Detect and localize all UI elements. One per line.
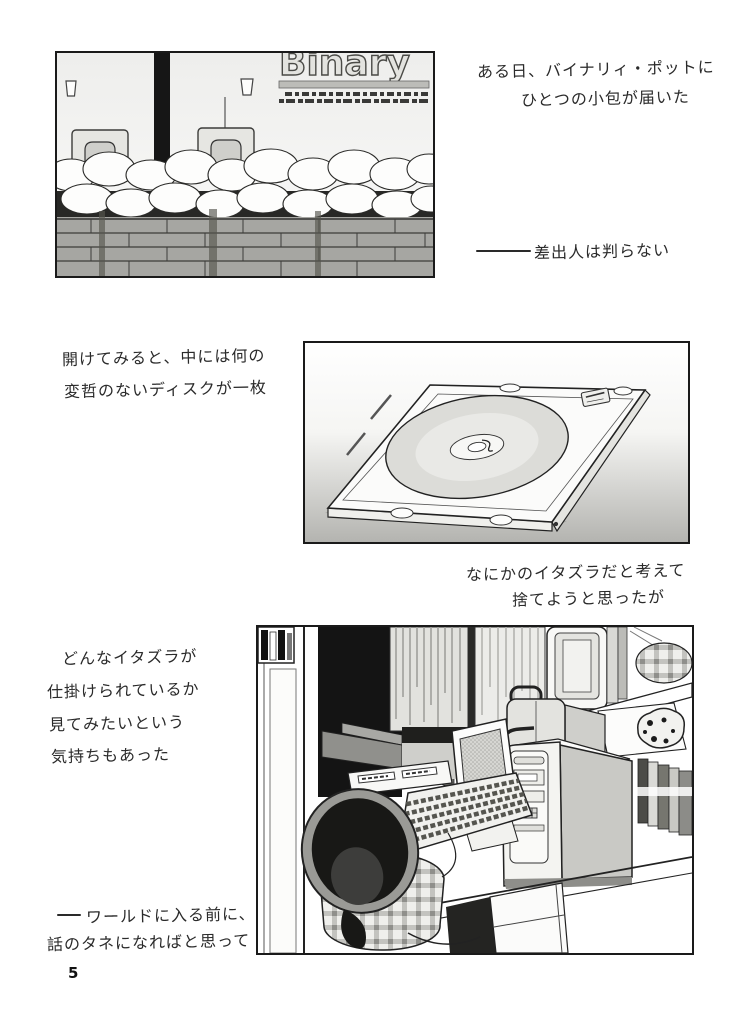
caption-5-line-2: 仕掛けられているか <box>46 679 200 702</box>
drawer-unit <box>489 882 569 953</box>
pillar <box>154 53 170 165</box>
bookshelf-corner <box>258 627 295 664</box>
tower-pc-back <box>506 685 606 756</box>
chair-back <box>300 788 420 914</box>
cd-disc <box>385 394 569 500</box>
caption-4-line-1: なにかのイタズラだと考えて <box>465 560 686 585</box>
caption-2: 差出人は判らない <box>533 240 671 263</box>
case-slots <box>346 394 392 456</box>
case-tabs <box>390 383 633 527</box>
caption-5-line-3: 見てみたいという <box>48 712 186 735</box>
window-mullion <box>468 627 475 731</box>
cable <box>441 832 457 878</box>
cookie <box>637 707 686 749</box>
panel-computer-room <box>256 625 694 955</box>
hatch-lines <box>629 627 663 648</box>
chair-post <box>341 909 366 949</box>
caption-1-line-2: ひとつの小包が届いた <box>520 87 691 110</box>
page-number: 5 <box>68 964 79 982</box>
disc-logo-stamp <box>580 387 611 407</box>
hedge <box>57 148 433 220</box>
binary-sign: Binary <box>278 53 431 103</box>
crt-monitor-back <box>546 627 608 710</box>
binary-sign-text: Binary <box>279 53 410 84</box>
books-row <box>636 758 692 836</box>
building-scene: Binary <box>57 53 433 276</box>
cd-scene <box>305 343 688 542</box>
lamp-icon <box>240 78 254 96</box>
curtain-left <box>389 627 469 732</box>
caption-5-line-1: どんなイタズラが <box>61 646 198 669</box>
brick-wall <box>57 209 433 276</box>
books-on-shelf <box>606 627 628 704</box>
keyboard <box>397 772 533 857</box>
caption-1-line-1: ある日、バイナリィ・ポットに <box>476 57 715 82</box>
caption-5-line-4: 気持ちもあった <box>50 744 171 767</box>
panel-cd-case <box>303 341 690 544</box>
caption-6-line-1: ワールドに入る前に、 <box>85 904 256 927</box>
caption-4-line-2: 捨てようと思ったが <box>511 587 666 610</box>
cable <box>407 932 481 945</box>
case-inner-frame <box>342 393 634 512</box>
caption-3-line-1: 開けてみると、中には何の <box>61 345 266 370</box>
plaid-ball <box>635 642 692 684</box>
dash-line <box>476 250 531 252</box>
door-frame <box>263 627 305 953</box>
computer-room-scene <box>258 627 692 953</box>
lamp-icon <box>65 80 77 97</box>
drive-unit <box>347 760 453 796</box>
panel-building-exterior: Binary <box>55 51 435 278</box>
under-desk-shadow <box>446 897 496 953</box>
caption-6-line-2: 話のタネになればと思って <box>46 930 251 955</box>
disc-scribble <box>481 439 493 452</box>
caption-3-line-2: 変哲のないディスクが一枚 <box>63 377 268 402</box>
chair <box>300 788 445 951</box>
dash-line <box>57 914 81 916</box>
optical-drive-slot <box>513 756 545 765</box>
